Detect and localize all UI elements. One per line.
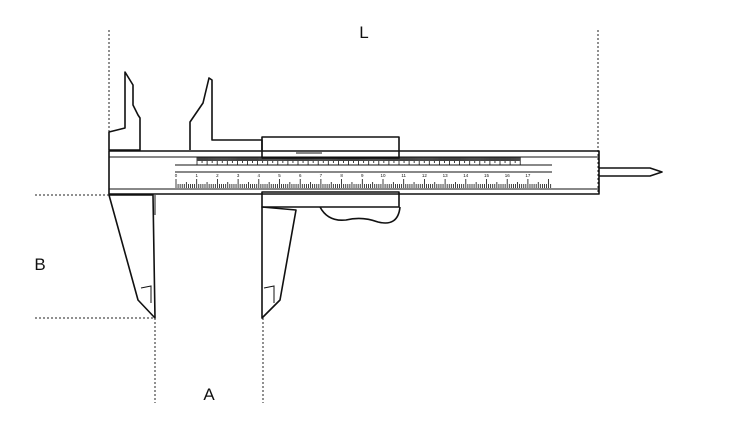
- sliding-head: [261, 136, 401, 224]
- depth-rod: [599, 167, 663, 177]
- main-scale-number: 11: [401, 173, 406, 178]
- main-scale-number: 17: [525, 173, 531, 178]
- fixed-inside-jaw: [108, 71, 141, 151]
- main-scale-number: 9: [361, 173, 364, 178]
- upper-jaws: [108, 71, 263, 151]
- main-scale-number: 6: [299, 173, 302, 178]
- main-scale-number: 4: [258, 173, 261, 178]
- label-jaw-opening: A: [203, 385, 215, 404]
- sliding-outside-jaw: [261, 206, 297, 319]
- beam-outline: [108, 150, 600, 195]
- lower-jaws: [108, 194, 297, 319]
- main-scale-number: 12: [422, 173, 428, 178]
- label-jaw-depth: B: [34, 255, 45, 274]
- main-scale-number: 2: [216, 173, 219, 178]
- sliding-inside-jaw: [189, 77, 263, 150]
- main-scale-number: 10: [380, 173, 386, 178]
- dimension-lines: [35, 30, 599, 403]
- slider-bottom-block: [261, 191, 400, 208]
- main-scale-ticks: [175, 179, 552, 188]
- main-scale-number: 5: [278, 173, 281, 178]
- main-scale-number: 3: [237, 173, 240, 178]
- slider-top-block: [261, 136, 400, 159]
- main-scale-number: 14: [463, 173, 469, 178]
- main-scale-number: 16: [505, 173, 511, 178]
- main-scale-number: 15: [484, 173, 490, 178]
- fixed-outside-jaw: [108, 194, 156, 319]
- thumb-grip: [319, 206, 401, 224]
- main-scale-number: 0: [175, 173, 178, 178]
- main-scale-number: 1: [195, 173, 198, 178]
- main-scale-number: 8: [340, 173, 343, 178]
- main-scale-number: 7: [320, 173, 323, 178]
- main-scale-number: 13: [443, 173, 449, 178]
- label-length: L: [359, 23, 368, 42]
